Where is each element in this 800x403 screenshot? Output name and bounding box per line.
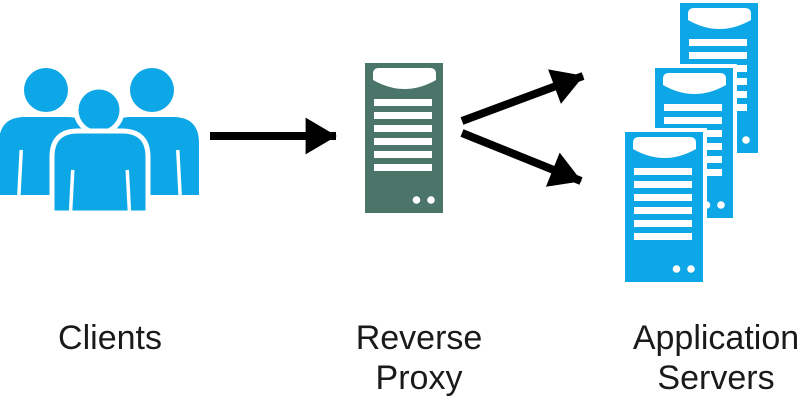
arrow-proxy-to-servers-bottom: [460, 129, 583, 187]
application-servers-label: Application Servers: [632, 319, 800, 397]
application-servers-stack-icon: [621, 0, 762, 286]
edges: [210, 69, 585, 187]
app-server-front: [621, 128, 707, 286]
reverse-proxy-server-icon: [365, 63, 443, 213]
user-front-center: [49, 84, 151, 216]
reverse-proxy-label: Reverse Proxy: [355, 319, 483, 397]
users-icon: [0, 68, 199, 216]
clients-label: Clients: [58, 319, 162, 357]
arrow-proxy-to-servers-top: [460, 69, 585, 125]
